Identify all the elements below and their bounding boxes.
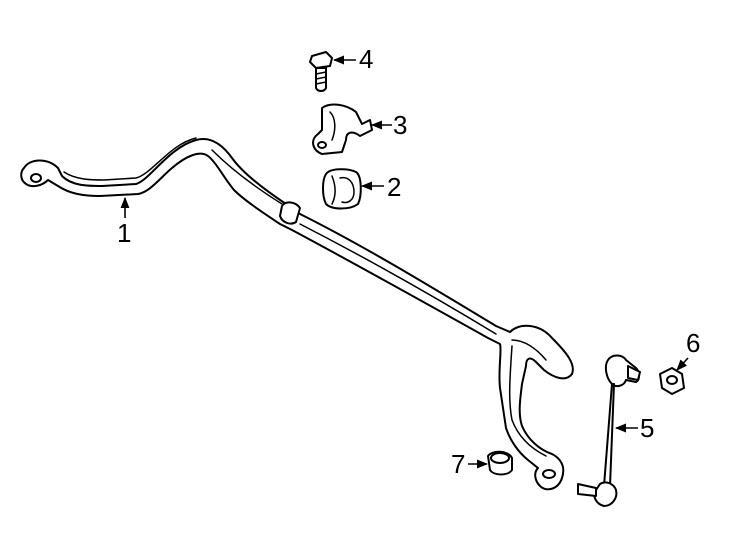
nut-6[interactable]: [659, 367, 685, 395]
stabilizer-link[interactable]: [577, 354, 641, 507]
bolt[interactable]: [309, 51, 333, 92]
callout-6: 6: [686, 328, 700, 358]
callout-1: 1: [117, 218, 131, 248]
bushing-bracket[interactable]: [312, 103, 373, 155]
leader-6: [676, 357, 689, 371]
callout-5: 5: [640, 413, 654, 443]
nut-7[interactable]: [487, 450, 513, 476]
bushing[interactable]: [322, 168, 362, 210]
callout-3: 3: [393, 110, 407, 140]
callout-4: 4: [359, 44, 373, 74]
callout-2: 2: [387, 172, 401, 202]
stabilizer-bar[interactable]: [20, 137, 574, 491]
callout-7: 7: [451, 449, 465, 479]
